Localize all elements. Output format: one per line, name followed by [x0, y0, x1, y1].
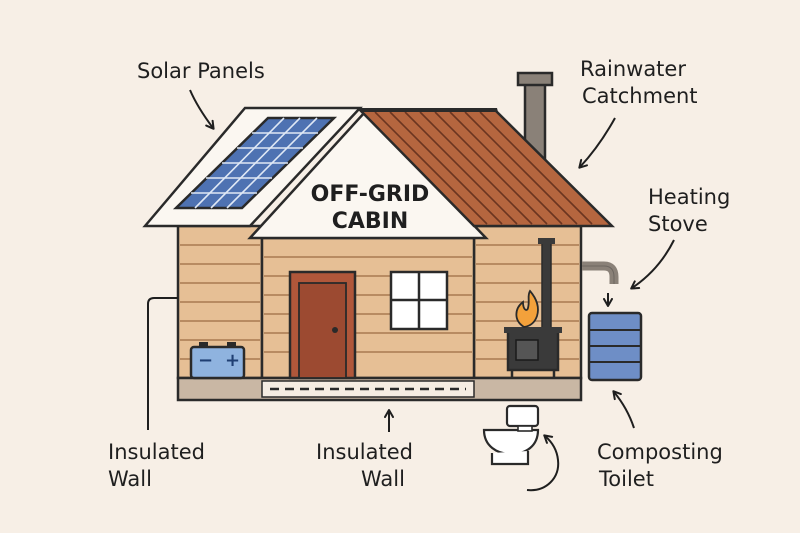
heating-stove [504, 238, 562, 378]
label-composting-line2: Toilet [599, 467, 654, 491]
right-wing-wall [472, 224, 583, 380]
right-roof [357, 108, 616, 228]
label-insulated-wall-center-line1: Insulated [316, 440, 413, 464]
window [389, 270, 449, 331]
label-insulated-wall-left-line1: Insulated [108, 440, 205, 464]
flame-icon [515, 289, 539, 328]
cabin-title-line2: CABIN [331, 209, 409, 234]
rain-barrel [587, 311, 643, 382]
label-composting-line1: Composting [597, 440, 723, 464]
label-insulated-wall-left-line2: Wall [108, 467, 152, 491]
label-insulated-wall-center-line2: Wall [361, 467, 405, 491]
barrel-arrow [612, 390, 635, 429]
solar-arrow [189, 89, 215, 130]
solar-panel [172, 116, 338, 210]
label-solar-panels: Solar Panels [137, 59, 265, 83]
label-heating-line1: Heating [648, 185, 731, 209]
cabin-title-line1: OFF-GRID [310, 182, 430, 207]
rainwater-arrow [578, 117, 616, 169]
label-rainwater-line1: Rainwater [580, 57, 686, 81]
label-rainwater-line2: Catchment [582, 84, 698, 108]
toilet-arrow [526, 434, 560, 492]
battery-plus-symbol: + [225, 350, 241, 371]
heating-arrow [630, 239, 675, 290]
battery [189, 342, 246, 380]
battery-minus-symbol: − [198, 350, 214, 371]
rain-gutter-pipe [582, 261, 619, 284]
toilet-icon [482, 404, 540, 466]
battery-wire [147, 297, 178, 430]
front-door [288, 270, 357, 380]
foundation [176, 376, 583, 402]
label-heating-line2: Stove [648, 212, 708, 236]
